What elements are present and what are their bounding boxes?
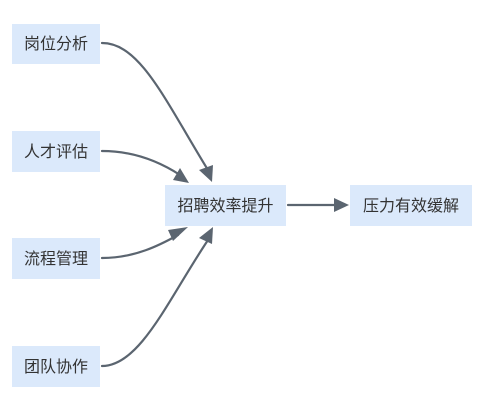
edge-gangwei-to-zhaopin (100, 41, 210, 172)
node-gangwei-label: 岗位分析 (23, 34, 88, 53)
node-rencai: 人才评估 (12, 131, 100, 172)
arrowhead-yali (334, 198, 349, 212)
node-yali-label: 压力有效缓解 (362, 195, 459, 215)
node-zhaopin-label: 招聘效率提升 (177, 195, 274, 215)
arrowhead-liucheng (168, 227, 188, 241)
node-tuandui-label: 团队协作 (23, 356, 88, 376)
edge-tuandui-to-zhaopin (100, 238, 210, 368)
node-liucheng: 流程管理 (12, 238, 100, 279)
arrowhead-gangwei (199, 165, 213, 182)
node-gangwei: 岗位分析 (12, 24, 100, 64)
node-yali: 压力有效缓解 (350, 185, 472, 226)
node-liucheng-label: 流程管理 (23, 248, 88, 268)
node-rencai-label: 人才评估 (23, 141, 88, 161)
node-zhaopin: 招聘效率提升 (165, 185, 286, 226)
edge-liucheng-to-zhaopin (100, 233, 180, 260)
node-tuandui: 团队协作 (12, 346, 100, 387)
arrowhead-tuandui (199, 227, 213, 244)
edge-rencai-to-zhaopin (100, 149, 182, 177)
arrowhead-rencai (173, 168, 189, 183)
